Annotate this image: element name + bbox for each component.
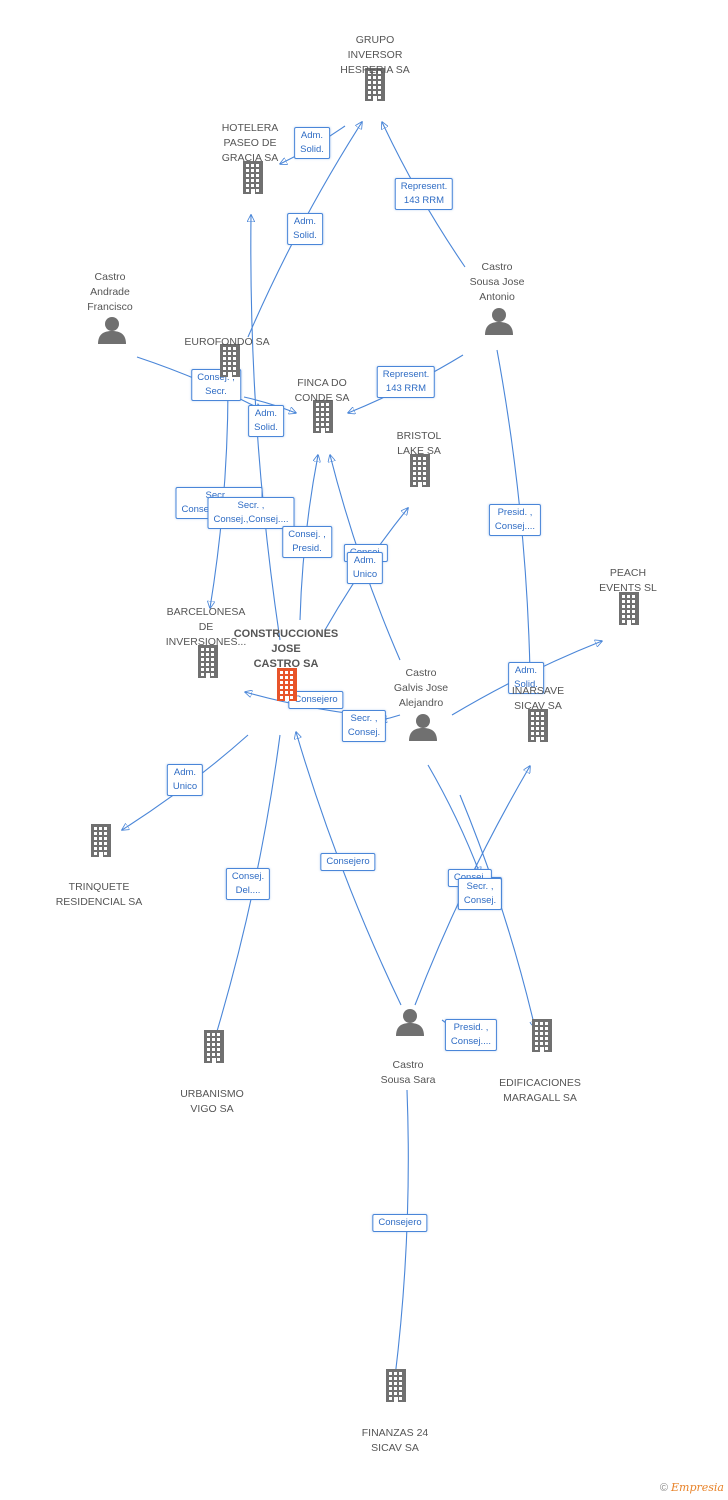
node-label-construcciones[interactable]: CONSTRUCCIONES JOSE CASTRO SA (233, 628, 339, 670)
building-icon-bristol[interactable] (409, 453, 431, 492)
node-label-eurofondo[interactable]: EUROFONDO SA (184, 336, 270, 348)
edge-label-galvis-peach[interactable]: Adm. Solid. (508, 662, 544, 694)
node-label-sara[interactable]: Castro Sousa Sara (380, 1059, 436, 1086)
edge-label-construcciones-urbanismo[interactable]: Consej. Del.... (225, 868, 271, 900)
edge-label-eurofondo-finca[interactable]: Adm. Solid. (248, 405, 284, 437)
edge-sara-finanzas (395, 1089, 409, 1377)
edge-galvis-edificaciones (459, 794, 535, 1028)
person-icon-sara[interactable] (395, 1008, 425, 1041)
building-icon-eurofondo[interactable] (219, 343, 241, 382)
edge-label-galvis-construcciones[interactable]: Secr. , Consej. (341, 710, 387, 742)
edge-label-sara-edificaciones[interactable]: Presid. , Consej.... (444, 1019, 498, 1051)
footer-brand: © Empresia (660, 1481, 724, 1494)
building-icon-peach[interactable] (618, 591, 640, 630)
node-label-urbanismo[interactable]: URBANISMO VIGO SA (180, 1088, 244, 1115)
edge-label-andrade-construcciones[interactable]: Consej. , Secr. (191, 369, 241, 401)
edge-label-eurofondo-grupo[interactable]: Adm. Solid. (287, 213, 323, 245)
edge-label-construcciones-bristol[interactable]: Adm. Unico (346, 552, 384, 584)
person-icon-sousajose[interactable] (484, 307, 514, 340)
node-label-inarsave[interactable]: INARSAVE SICAV SA (511, 685, 565, 712)
edge-label-galvis-construcciones[interactable]: Consejero (288, 691, 344, 709)
edge-eurofondo-finca (243, 396, 296, 413)
edge-label-sousajose-finca[interactable]: Represent. 143 RRM (376, 366, 436, 398)
node-label-barcelonesa[interactable]: BARCELONESA DE INVERSIONES... (165, 606, 247, 648)
edge-label-sara-construcciones[interactable]: Consejero (320, 853, 376, 871)
node-label-grupo[interactable]: GRUPO INVERSOR HESPERIA SA (340, 34, 410, 76)
edge-label-construcciones-finca[interactable]: Consej. , Presid. (282, 526, 332, 558)
edge-label-grupo-hotelera[interactable]: Adm. Solid. (294, 127, 330, 159)
edge-label-construcciones-hotelera[interactable]: Secr. , Consej.,Consej.... (207, 497, 295, 529)
node-label-hotelera[interactable]: HOTELERA PASEO DE GRACIA SA (221, 122, 279, 164)
building-icon-hotelera[interactable] (242, 160, 264, 199)
building-icon-urbanismo[interactable] (203, 1029, 225, 1068)
node-label-trinquete[interactable]: TRINQUETE RESIDENCIAL SA (55, 881, 143, 908)
edge-label-sousajose-inarsave[interactable]: Presid. , Consej.... (488, 504, 542, 536)
node-label-galvis[interactable]: Castro Galvis Jose Alejandro (393, 667, 449, 709)
building-icon-finca[interactable] (312, 399, 334, 438)
edge-galvis-edificaciones (427, 764, 480, 874)
building-icon-trinquete[interactable] (90, 823, 112, 862)
node-label-bristol[interactable]: BRISTOL LAKE SA (396, 430, 442, 457)
node-label-andrade[interactable]: Castro Andrade Francisco (87, 271, 133, 313)
edge-label-sousajose-grupo[interactable]: Represent. 143 RRM (394, 178, 454, 210)
building-icon-edificaciones[interactable] (531, 1018, 553, 1057)
copyright-symbol: © (659, 1482, 668, 1494)
building-icon-inarsave[interactable] (527, 708, 549, 747)
building-icon-construcciones[interactable] (276, 667, 298, 706)
node-label-finanzas[interactable]: FINANZAS 24 SICAV SA (361, 1427, 429, 1454)
edge-label-sara-finanzas[interactable]: Consejero (372, 1214, 428, 1232)
node-label-peach[interactable]: PEACH EVENTS SL (599, 567, 657, 594)
person-icon-galvis[interactable] (408, 713, 438, 746)
node-label-edificaciones[interactable]: EDIFICACIONES MARAGALL SA (499, 1077, 581, 1104)
node-label-sousajose[interactable]: Castro Sousa Jose Antonio (469, 261, 525, 303)
edge-label-construcciones-trinquete[interactable]: Adm. Unico (166, 764, 204, 796)
person-icon-andrade[interactable] (97, 316, 127, 349)
edge-label-galvis-edificaciones[interactable]: Secr. , Consej. (457, 878, 503, 910)
building-icon-finanzas[interactable] (385, 1368, 407, 1407)
building-icon-grupo[interactable] (364, 67, 386, 106)
building-icon-barcelonesa[interactable] (197, 644, 219, 683)
brand-logo: Empresia (671, 1481, 724, 1494)
node-label-finca[interactable]: FINCA DO CONDE SA (294, 377, 350, 404)
